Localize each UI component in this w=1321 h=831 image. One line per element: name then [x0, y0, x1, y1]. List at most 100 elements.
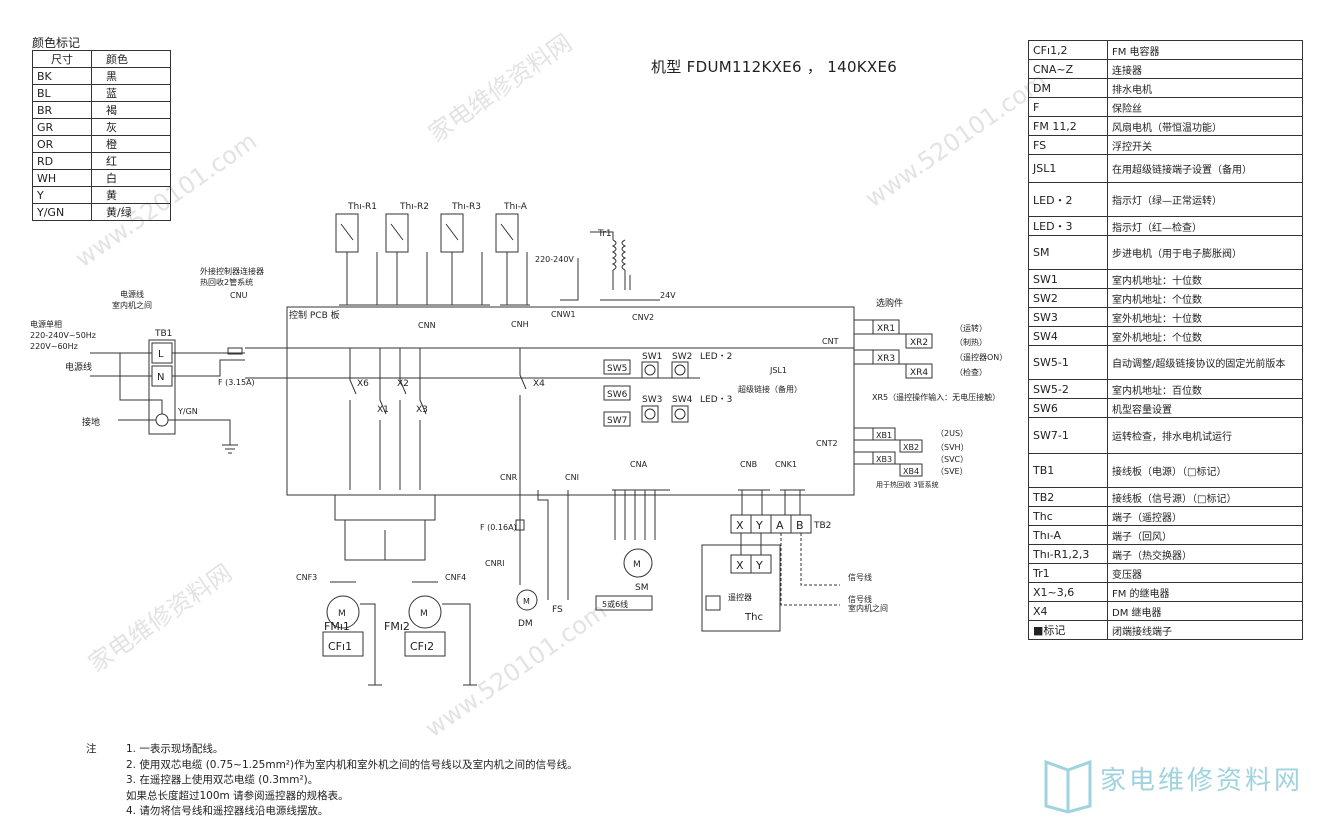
note-item: 如果总长度超过100m 请参阅遥控器的规格表。 [126, 789, 349, 802]
component-code: LED・2 [1028, 182, 1108, 217]
xb-label: XB1 [876, 431, 892, 440]
cnv2-label: CNV2 [632, 313, 654, 322]
note-item: 3. 在遥控器上使用双芯电缆 (0.3mm²)。 [126, 774, 319, 786]
ground-label: 接地 [82, 416, 100, 428]
switch-label: SW6 [607, 390, 628, 400]
svg-text:Y/GN: Y/GN [177, 407, 198, 416]
remote-label: 遥控器 [728, 592, 752, 602]
cnu-label: CNU [230, 291, 248, 300]
power-line-label: 电源线 [120, 289, 144, 299]
motor-label: FMı2 [384, 620, 410, 633]
notes-label: 注 [86, 743, 97, 755]
component-desc: 端子（热交换器） [1107, 544, 1303, 564]
xb-func: （2US） [936, 429, 968, 438]
xr-func: （制热） [955, 337, 987, 347]
component-code: SW4 [1028, 326, 1108, 346]
relay-label: X2 [397, 379, 409, 389]
power-v1: 220-240V~50Hz [30, 331, 96, 340]
note-item: 2. 使用双芯电缆 (0.75~1.25mm²)作为室内机和室外机之间的信号线以… [126, 758, 578, 771]
power-v2: 220V~60Hz [30, 342, 78, 351]
cnf3-label: CNF3 [296, 573, 317, 582]
component-code: SW2 [1028, 288, 1108, 308]
component-code: Thc [1028, 506, 1108, 526]
relay-label: X6 [357, 379, 369, 389]
component-desc: FM 的继电器 [1107, 582, 1303, 602]
component-desc: 在用超级链接端子设置（备用） [1107, 154, 1303, 183]
xr-label: XR3 [877, 354, 895, 364]
component-desc: 变压器 [1107, 563, 1303, 583]
svg-text:Y: Y [755, 559, 763, 572]
switch-label: SW4 [672, 395, 693, 405]
outdoor-conn-label: 外接控制器连接器 [200, 266, 264, 276]
cnr-label: CNR [500, 473, 518, 482]
switch-label: SW3 [642, 395, 662, 405]
power-spec: 电源单相 [30, 319, 62, 329]
cnt2-label: CNT2 [816, 439, 838, 448]
component-code: TB2 [1028, 487, 1108, 507]
fs-label: FS [552, 605, 563, 615]
tb1-label: TB1 [154, 329, 172, 339]
legend-code: Y/GN [32, 203, 92, 221]
relay-label: X3 [416, 405, 428, 415]
component-code: SW5-1 [1028, 345, 1108, 380]
component-code: JSL1 [1028, 154, 1108, 183]
component-code: X4 [1028, 601, 1108, 621]
component-desc: 机型容量设置 [1107, 398, 1303, 418]
jsl-label: JSL1 [769, 366, 787, 375]
xb-func: （SVH） [936, 443, 969, 452]
thermistor-label: Thı-R1 [347, 202, 377, 212]
sm-label: SM [635, 583, 648, 593]
switch-label: SW5 [607, 364, 627, 374]
tb2-group: CNB CNK1 X Y A B TB2 X Y 遥控器 Thc 信号线 信号线… [701, 460, 888, 632]
component-desc: 步进电机（用于电子膨胀阀） [1107, 235, 1303, 270]
note-item: 1. 一表示现场配线。 [126, 743, 224, 755]
power-line-between: 室内机之间 [112, 300, 152, 310]
svg-text:M: M [420, 609, 428, 619]
site-logo: 家电维修资料网 [1042, 756, 1312, 816]
component-code: FS [1028, 135, 1108, 155]
svg-text:X: X [736, 559, 744, 572]
tb2-label: TB2 [813, 521, 831, 531]
svg-text:N: N [157, 372, 164, 383]
component-desc: 指示灯（绿—正常运转） [1107, 182, 1303, 217]
component-desc: 指示灯（红—检查） [1107, 216, 1303, 236]
notes: 注 1. 一表示现场配线。 2. 使用双芯电缆 (0.75~1.25mm²)作为… [86, 742, 578, 820]
component-code: TB1 [1028, 453, 1108, 488]
cni-label: CNI [565, 473, 579, 482]
relay-label: X1 [377, 405, 389, 415]
capacitor-label: CFı1 [328, 640, 352, 653]
switch-label: SW2 [672, 352, 692, 362]
component-code: SW5-2 [1028, 379, 1108, 399]
note-item: 4. 请勿将信号线和遥控器线沿电源线摆放。 [126, 805, 329, 817]
svg-text:A: A [776, 519, 784, 532]
jsl-note: 超级链接（备用） [738, 384, 802, 394]
dm-label: DM [518, 619, 533, 629]
component-desc: 闭端接线端子 [1107, 620, 1303, 640]
xb-func: （SVC） [936, 455, 968, 464]
component-desc: 端子（遥控器） [1107, 506, 1303, 526]
signal-label2: 信号线 [848, 594, 872, 604]
led-label: LED・3 [700, 395, 732, 405]
legend-title: 颜色标记 [32, 36, 81, 50]
component-code: CFı1,2 [1028, 40, 1108, 60]
component-desc: 接线板（信号源）（□标记） [1107, 487, 1303, 507]
led-label: LED・2 [700, 352, 732, 362]
cnr1-label: CNRI [485, 559, 505, 568]
component-desc: 接线板（电源）（□标记） [1107, 453, 1303, 488]
svg-text:M: M [523, 597, 530, 606]
component-desc: 室内机地址：十位数 [1107, 269, 1303, 289]
